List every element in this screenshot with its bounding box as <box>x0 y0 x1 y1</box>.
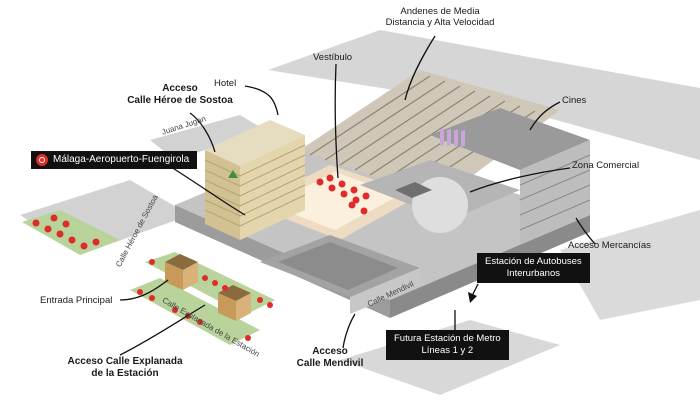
box-metro: Futura Estación de Metro Líneas 1 y 2 <box>386 330 509 360</box>
cinema-windows <box>519 154 591 231</box>
metro-marker <box>440 128 465 148</box>
cinema-front <box>520 140 590 245</box>
hotel-windows <box>204 144 306 227</box>
hotel-logo <box>228 170 238 178</box>
label-acceso-sostoa-line2: Calle Héroe de Sostoa <box>127 95 233 106</box>
label-acceso-explanada-line2: de la Estación <box>91 368 159 379</box>
pavilion-1-top <box>165 254 198 270</box>
box-autobuses-line1: Estación de Autobuses <box>485 256 582 267</box>
label-entrada-principal: Entrada Principal <box>40 295 113 306</box>
label-andenes-line2: Distancia y Alta Velocidad <box>385 17 495 28</box>
box-autobuses: Estación de Autobuses Interurbanos <box>477 253 590 283</box>
leader-lines <box>119 35 596 356</box>
ground-block-east <box>560 210 700 320</box>
box-autobuses-line2: Interurbanos <box>506 268 560 279</box>
hotel-side <box>240 135 305 240</box>
label-acceso-mendivil: Acceso Calle Mendivil <box>285 346 375 370</box>
label-vestibulo: Vestíbulo <box>313 52 353 63</box>
hotel-top <box>205 120 305 166</box>
label-acceso-mendivil-line1: Acceso <box>312 346 348 357</box>
label-acceso-sostoa: Acceso Calle Héroe de Sostoa <box>120 83 240 107</box>
bus-station-front <box>350 268 420 314</box>
label-acceso-mendivil-line2: Calle Mendivil <box>296 358 364 369</box>
train-line-icon <box>36 154 48 166</box>
label-acceso-explanada-line1: Acceso Calle Explanada <box>67 356 183 367</box>
box-malaga-line: Málaga-Aeropuerto-Fuengirola <box>31 151 198 169</box>
pavilion-1-side <box>183 262 198 290</box>
box-metro-line1: Futura Estación de Metro <box>394 333 501 344</box>
label-acceso-mercancias: Acceso Mercancías <box>568 240 651 251</box>
label-zona-comercial: Zona Comercial <box>572 160 640 171</box>
label-acceso-explanada: Acceso Calle Explanada de la Estación <box>60 356 190 380</box>
ground-block-juana <box>150 115 265 160</box>
pavilion-1-body <box>165 262 183 290</box>
trees <box>32 174 370 341</box>
leader-arrow-autobuses <box>468 292 477 303</box>
label-andenes: Andenes de Media Distancia y Alta Veloci… <box>385 6 495 28</box>
cinema-roof <box>430 108 590 170</box>
label-hotel: Hotel <box>214 78 237 89</box>
label-cines: Cines <box>562 95 587 106</box>
pavilion-2-body <box>218 293 236 321</box>
box-malaga-text: Málaga-Aeropuerto-Fuengirola <box>53 154 190 165</box>
label-andenes-line1: Andenes de Media <box>400 6 480 17</box>
commercial-atrium <box>395 182 432 198</box>
pavilion-2-side <box>236 293 251 321</box>
box-metro-line2: Líneas 1 y 2 <box>421 345 474 356</box>
bus-station-inner <box>278 242 398 290</box>
label-acceso-sostoa-line1: Acceso <box>162 83 198 94</box>
